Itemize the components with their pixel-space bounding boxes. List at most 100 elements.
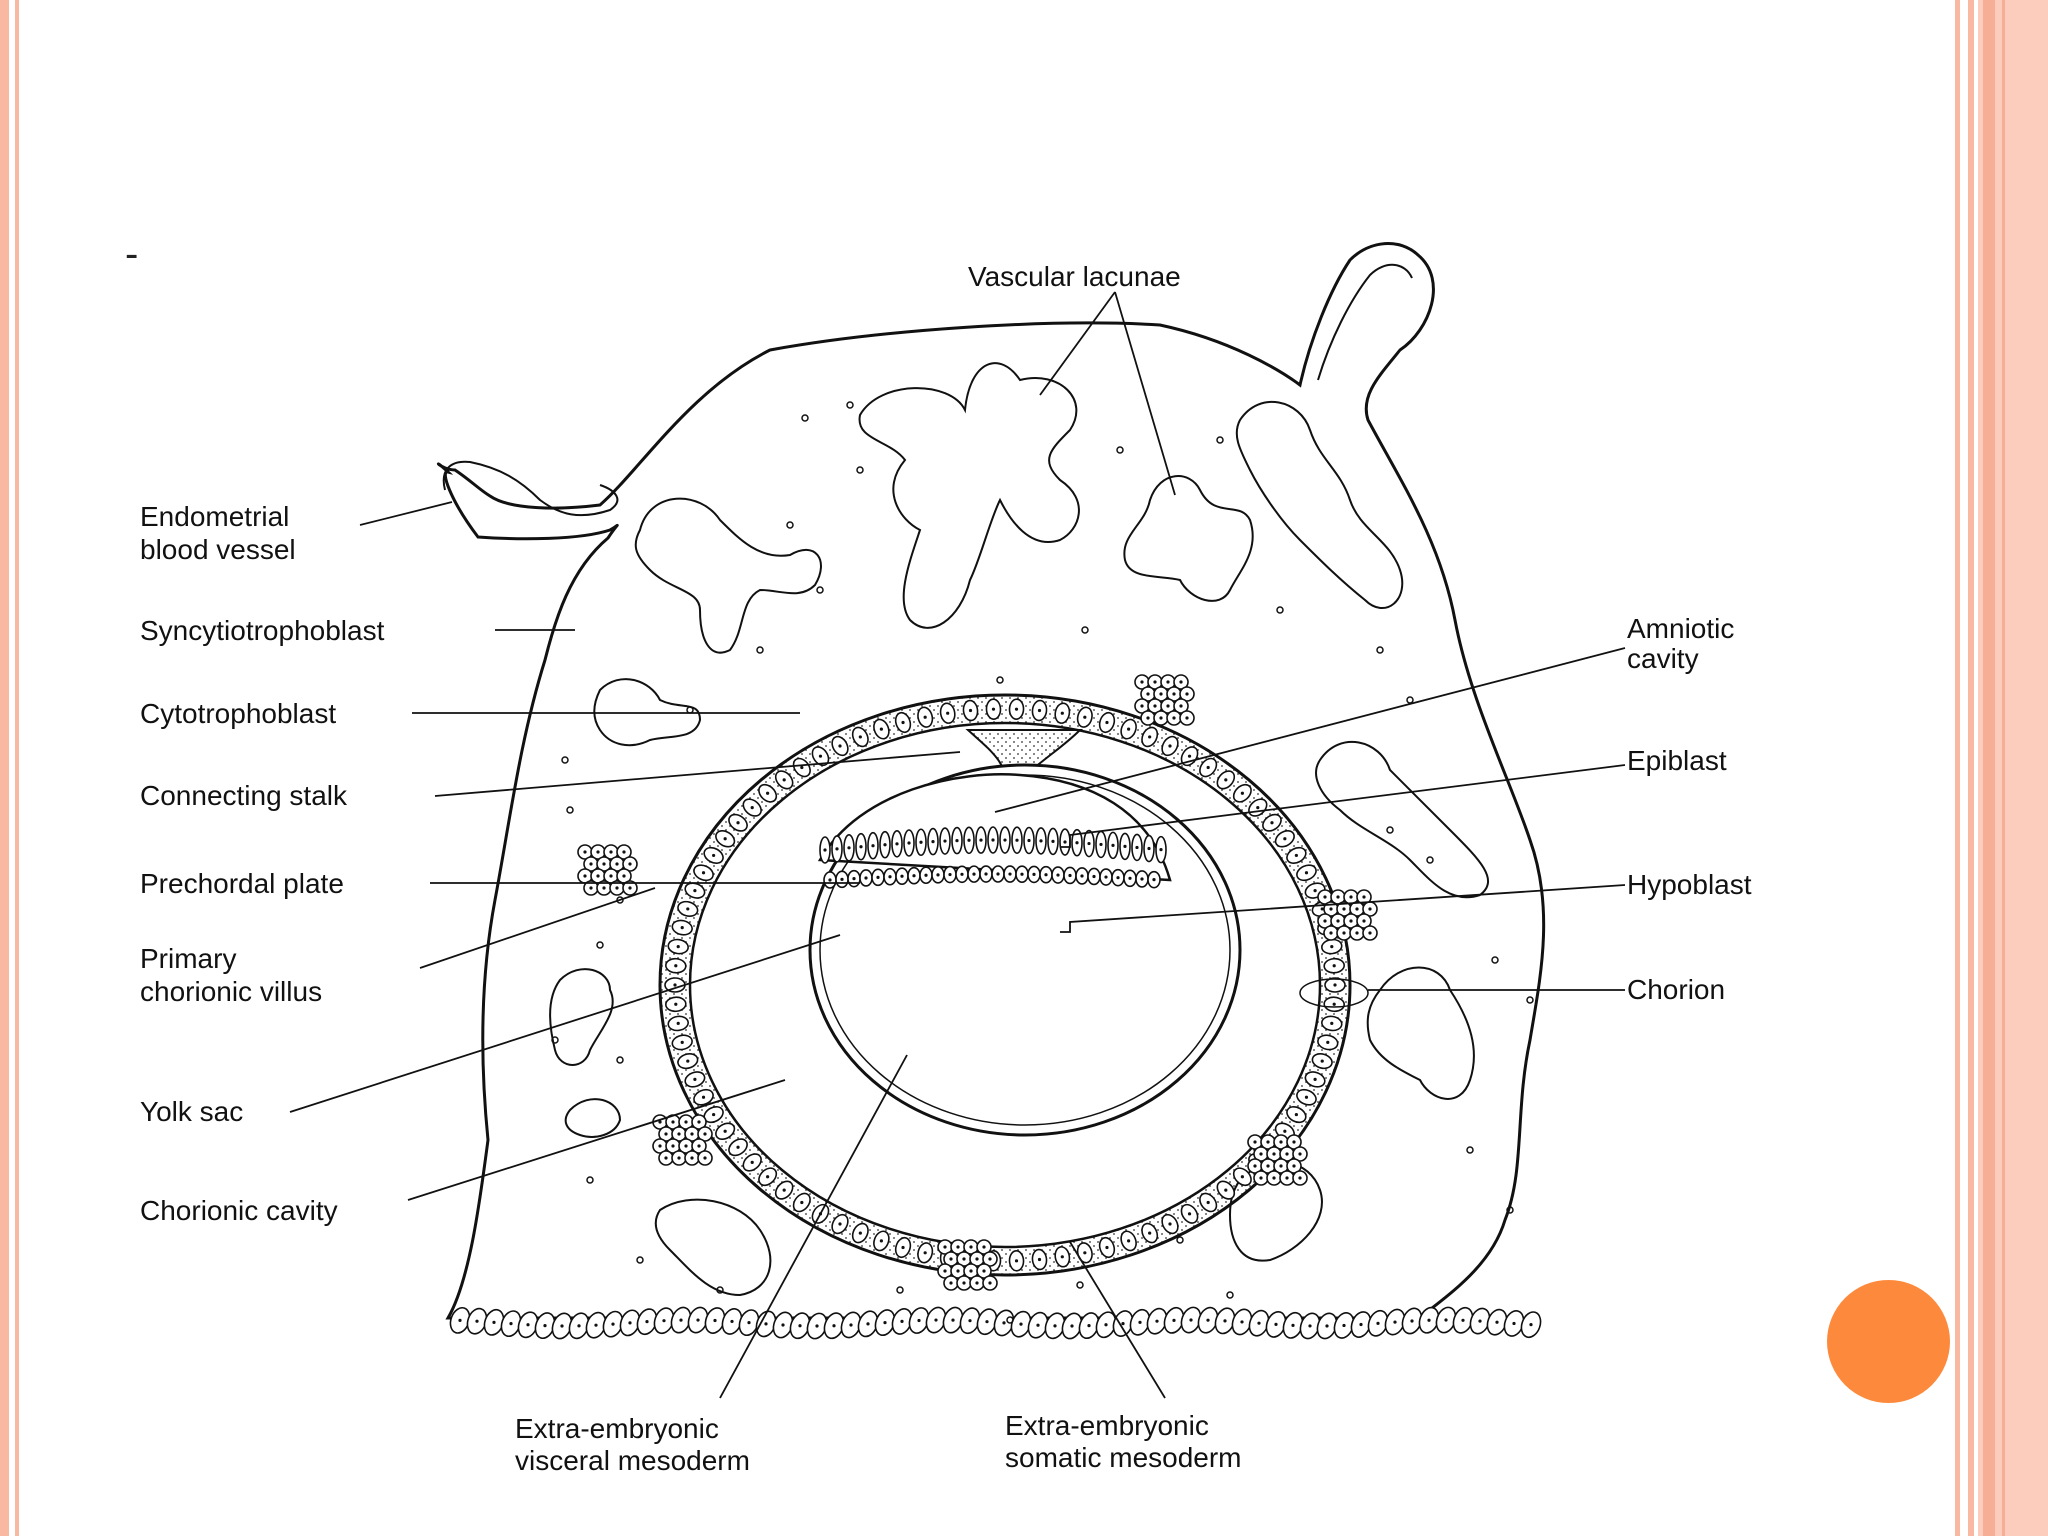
cell-nucleus — [1256, 805, 1260, 810]
cell-nucleus — [701, 871, 706, 875]
cell-nucleus — [955, 839, 959, 843]
cell-nucleus — [858, 1231, 862, 1235]
cell-nucleus — [628, 862, 632, 866]
cell-nucleus — [628, 886, 632, 890]
cell-nucleus — [1325, 1324, 1329, 1328]
cell-nucleus — [907, 841, 911, 845]
cell-nucleus — [1272, 1176, 1276, 1180]
vascular-lacuna — [634, 497, 822, 654]
cell-nucleus — [1056, 873, 1060, 877]
cell-nucleus — [782, 778, 786, 782]
cell-nucleus — [1053, 1324, 1057, 1328]
vascular-lacuna — [1235, 401, 1404, 610]
syncytial-nucleus — [561, 756, 569, 764]
cell-nucleus — [596, 874, 600, 878]
label-somatic-1: Extra-embryonic — [1005, 1410, 1209, 1441]
cell-nucleus — [1529, 1323, 1533, 1327]
cell-nucleus — [988, 1257, 992, 1261]
syncytial-nucleus — [846, 401, 854, 409]
cell-nucleus — [1037, 1257, 1042, 1262]
cell-nucleus — [583, 874, 587, 878]
cell-nucleus — [676, 1021, 680, 1026]
cell-nucleus — [622, 874, 626, 878]
vascular-lacuna — [1123, 475, 1254, 602]
cell-nucleus — [1127, 1239, 1131, 1243]
cell-nucleus — [1172, 716, 1176, 720]
cell-nucleus — [1127, 727, 1131, 731]
cell-nucleus — [677, 1156, 681, 1160]
label-connecting-stalk: Connecting stalk — [140, 780, 348, 811]
cell-nucleus — [594, 1323, 598, 1327]
cell-nucleus — [664, 1156, 668, 1160]
syncytiotrophoblast-outline — [436, 242, 1546, 1320]
primary-chorionic-villi — [577, 674, 1378, 1291]
label-visceral-1: Extra-embryonic — [515, 1413, 719, 1444]
syncytial-nucleus — [1006, 1316, 1014, 1324]
cell-nucleus — [800, 1200, 804, 1205]
cell-nucleus — [888, 875, 892, 879]
cell-nucleus — [1179, 704, 1183, 708]
cell-nucleus — [1266, 1140, 1270, 1144]
cell-nucleus — [948, 872, 952, 877]
cell-nucleus — [703, 1132, 707, 1136]
cell-nucleus — [1003, 838, 1007, 842]
cell-nucleus — [782, 1188, 786, 1192]
cell-nucleus — [835, 847, 839, 851]
cell-nucleus — [1168, 1222, 1172, 1226]
cell-nucleus — [1323, 895, 1327, 899]
cell-nucleus — [968, 1319, 972, 1323]
cell-nucleus — [1240, 1175, 1244, 1179]
bullet-dash: - — [125, 232, 139, 276]
label-epiblast: Epiblast — [1627, 745, 1727, 776]
cell-nucleus — [671, 1144, 675, 1148]
cell-nucleus — [975, 1257, 979, 1261]
cell-nucleus — [1291, 1323, 1295, 1327]
cell-nucleus — [723, 837, 727, 841]
syncytial-nucleus — [551, 1036, 559, 1044]
cell-nucleus — [931, 839, 935, 844]
cell-nucleus — [750, 1160, 754, 1165]
cell-nucleus — [1159, 848, 1163, 852]
cell-nucleus — [988, 1281, 992, 1285]
cell-nucleus — [967, 838, 971, 842]
cell-nucleus — [919, 840, 923, 844]
cell-nucleus — [1240, 1320, 1244, 1324]
cell-nucleus — [1105, 1245, 1109, 1250]
label-endometrial-2: blood vessel — [140, 534, 296, 565]
cell-nucleus — [1368, 931, 1372, 935]
cell-nucleus — [1080, 874, 1084, 878]
label-chorion: Chorion — [1627, 974, 1725, 1005]
cell-nucleus — [859, 845, 863, 849]
cell-nucleus — [943, 1245, 947, 1249]
syncytial-nucleus — [1076, 1281, 1084, 1289]
label-somatic-2: somatic mesoderm — [1005, 1442, 1242, 1473]
cell-nucleus — [1294, 853, 1298, 858]
cell-nucleus — [602, 886, 606, 890]
cell-nucleus — [766, 1175, 770, 1179]
cell-nucleus — [943, 1269, 947, 1273]
cell-nucleus — [1123, 844, 1127, 848]
cell-nucleus — [684, 1120, 688, 1124]
cell-nucleus — [943, 839, 947, 843]
cell-nucleus — [1410, 1319, 1414, 1323]
cell-nucleus — [690, 1132, 694, 1136]
cell-nucleus — [1285, 1176, 1289, 1180]
cell-nucleus — [1292, 1164, 1296, 1168]
cell-nucleus — [509, 1322, 513, 1326]
cell-nucleus — [1292, 1140, 1296, 1144]
syncytial-nucleus — [1376, 646, 1384, 654]
cell-nucleus — [750, 805, 754, 810]
cell-nucleus — [1166, 680, 1170, 684]
cell-nucleus — [696, 1318, 700, 1322]
cell-nucleus — [838, 1222, 842, 1226]
cell-nucleus — [864, 876, 868, 880]
cell-nucleus — [1148, 1231, 1152, 1235]
cell-nucleus — [984, 872, 988, 876]
label-vascular-lacunae: Vascular lacunae — [968, 261, 1181, 292]
cell-nucleus — [982, 1269, 986, 1273]
cell-nucleus — [991, 707, 996, 711]
cell-nucleus — [1355, 907, 1359, 911]
accent-circle — [1827, 1280, 1950, 1403]
label-endometrial-1: Endometrial — [140, 501, 289, 532]
cell-nucleus — [917, 1318, 921, 1323]
